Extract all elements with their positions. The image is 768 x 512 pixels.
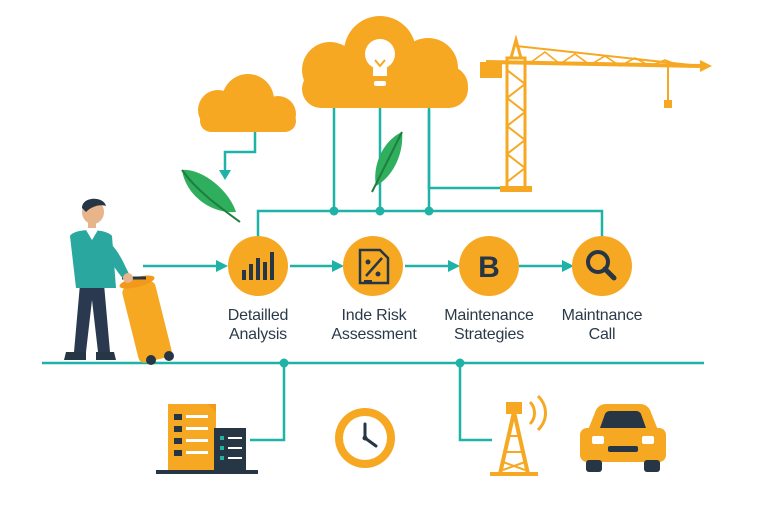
step-4-label-line1: Maintnance	[561, 307, 643, 324]
step-4-label-line2: Call	[588, 326, 616, 343]
step-3-letter-b-icon[interactable]: B	[459, 236, 519, 296]
clock-icon	[335, 408, 395, 468]
cloud-large	[302, 16, 468, 108]
leaf-left-icon	[181, 169, 241, 223]
step-4-label: Maintnance Call	[537, 306, 667, 344]
trolley-cylinder	[119, 275, 174, 365]
step-3-glyph: B	[478, 251, 500, 284]
car-icon	[580, 404, 666, 472]
step-3-label: Maintenance Strategies	[424, 306, 554, 344]
step-3-label-line2: Strategies	[453, 326, 525, 343]
step-1-label-line2: Analysis	[229, 326, 287, 343]
leaf-right-icon	[371, 131, 403, 193]
step-1-bar-chart-icon[interactable]	[228, 236, 288, 296]
crane-icon	[480, 34, 712, 192]
junction-dots	[279, 206, 465, 368]
document-checklist-icon	[156, 404, 258, 474]
step-2-label-line1: Inde Risk	[341, 307, 407, 324]
step-1-label: Detailled Analysis	[193, 306, 323, 344]
step-2-label: Inde Risk Assessment	[309, 306, 439, 344]
arrow-heads	[216, 170, 574, 272]
light-bulb-icon	[365, 39, 395, 86]
person-figure	[64, 198, 174, 365]
step-3-label-line1: Maintenance	[444, 307, 534, 324]
step-2-risk-document-icon[interactable]	[343, 236, 403, 296]
step-2-label-line2: Assessment	[331, 326, 417, 343]
signal-tower-icon	[490, 394, 547, 476]
cloud-small	[198, 74, 296, 132]
step-1-label-line1: Detailled	[227, 307, 289, 324]
step-4-magnifier-icon[interactable]	[572, 236, 632, 296]
